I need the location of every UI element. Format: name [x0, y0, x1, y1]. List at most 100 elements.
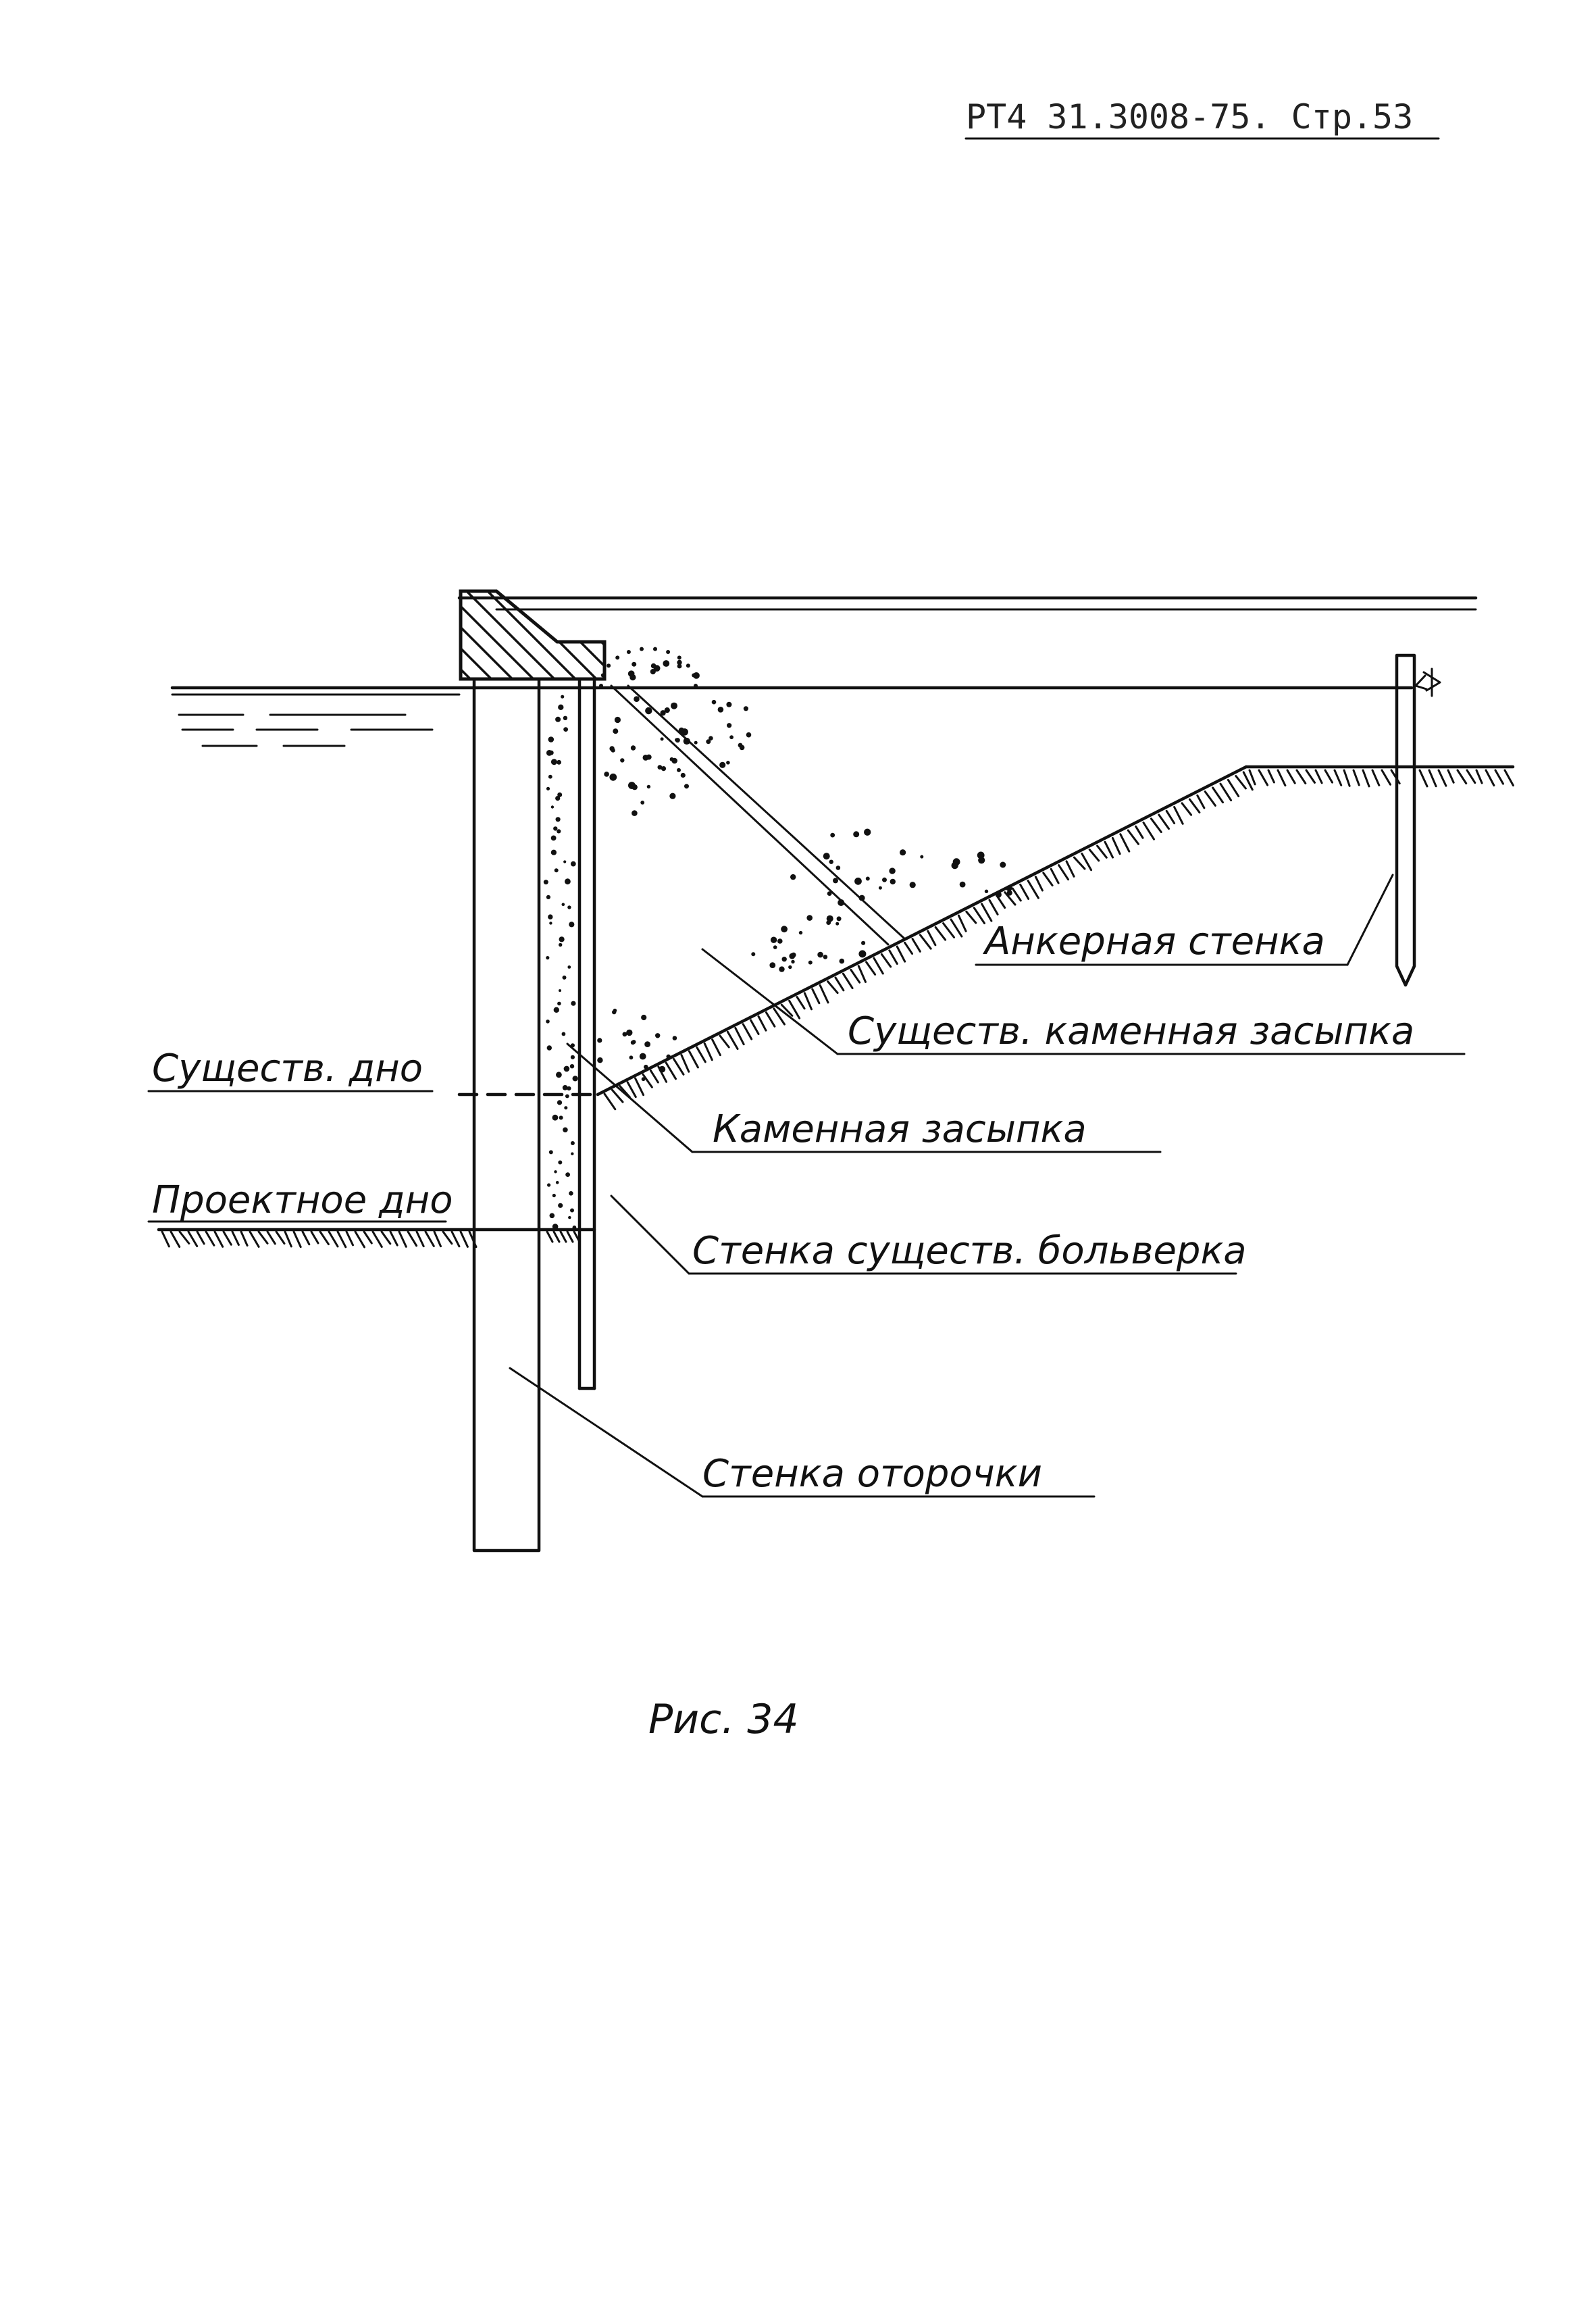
- stone-dot: [597, 1038, 602, 1043]
- stone-dot: [557, 1001, 561, 1006]
- stone-dot: [546, 1020, 550, 1024]
- label-stone-fill: Каменная засыпка: [713, 1107, 1087, 1151]
- ground-hatch-stroke: [657, 1065, 668, 1083]
- ground-hatch-stroke: [803, 992, 813, 1011]
- stone-dot: [570, 861, 576, 867]
- stone-dot: [556, 1072, 562, 1078]
- stone-dot: [823, 853, 830, 860]
- ground-hatch-stroke: [1181, 802, 1193, 816]
- stone-dot: [570, 1055, 575, 1059]
- stone-dot: [565, 1094, 569, 1099]
- stone-dot: [558, 1160, 563, 1165]
- stone-dot: [791, 959, 795, 964]
- stone-dot: [548, 750, 554, 755]
- stone-dot: [557, 792, 563, 797]
- ground-hatch-stroke: [673, 1057, 685, 1076]
- stone-dot: [543, 880, 548, 885]
- ground-hatch-stroke: [1242, 771, 1254, 791]
- stone-dot: [823, 955, 828, 959]
- stone-dot: [951, 861, 958, 870]
- ground-hatch-stroke: [1165, 809, 1176, 824]
- stone-dot: [709, 736, 713, 740]
- stone-dot: [773, 945, 777, 949]
- stone-dot: [555, 796, 561, 801]
- ground-hatch-stroke: [559, 1230, 567, 1243]
- stone-dot: [920, 855, 924, 859]
- stone-dot: [666, 650, 671, 654]
- ground-hatch-stroke: [1104, 840, 1114, 859]
- ground-hatch-stroke: [292, 1230, 302, 1249]
- stone-dot: [614, 716, 621, 724]
- ground-hatch-stroke: [336, 1230, 347, 1249]
- stone-dot: [553, 1007, 559, 1013]
- ground-hatch-stroke: [552, 1230, 561, 1243]
- ground-hatch-stroke: [819, 984, 829, 1004]
- stone-dot: [550, 759, 557, 765]
- stone-dot: [563, 1127, 568, 1133]
- stone-dot: [657, 765, 663, 770]
- ground-hatch-stroke: [1314, 769, 1323, 784]
- ground-hatch-stroke: [415, 1230, 425, 1248]
- ground-hatch-stroke: [988, 899, 999, 915]
- ground-hatch-stroke: [433, 1230, 442, 1248]
- stone-dot: [686, 663, 690, 668]
- stone-dot: [683, 737, 690, 745]
- ground-hatch-stroke: [249, 1230, 260, 1248]
- ground-hatch-stroke: [1235, 775, 1247, 790]
- stone-dot: [959, 881, 966, 888]
- stone-dot: [563, 727, 568, 732]
- ground-hatch-stroke: [850, 968, 861, 984]
- ground-hatch-stroke: [1286, 769, 1296, 784]
- stone-dot: [882, 877, 887, 882]
- stone-dot: [546, 1045, 552, 1051]
- ground-hatch-stroke: [1418, 769, 1428, 788]
- stone-dot: [779, 966, 785, 972]
- ground-hatch-stroke: [187, 1230, 199, 1247]
- stone-dot: [640, 801, 645, 805]
- ground-hatch-stroke: [865, 961, 877, 976]
- ground-hatch-stroke: [834, 976, 845, 992]
- stone-dot: [567, 965, 571, 969]
- design-bottom: [157, 1228, 596, 1249]
- ground-hatch-stroke: [1073, 856, 1086, 870]
- stone-dot: [599, 684, 603, 688]
- stone-dot: [562, 975, 567, 980]
- stone-dot: [559, 1115, 563, 1120]
- stone-dot: [864, 828, 871, 836]
- ground-hatch-stroke: [240, 1230, 249, 1247]
- stone-dot: [711, 699, 717, 705]
- stone-dot: [549, 922, 552, 925]
- ground-hatch-stroke: [857, 965, 867, 983]
- ground-hatch-stroke: [981, 903, 993, 922]
- ground-hatch-stroke: [873, 957, 884, 975]
- ground-hatch-stroke: [1111, 836, 1121, 855]
- ground-hatch-stroke: [904, 941, 913, 955]
- stone-dot: [836, 916, 842, 922]
- ground-hatch-stroke: [231, 1230, 240, 1246]
- stone-dot: [629, 674, 636, 681]
- ground-hatch-stroke: [1352, 769, 1360, 786]
- stone-dot: [817, 951, 823, 958]
- stone-dot: [694, 740, 698, 745]
- stone-dot: [663, 660, 670, 667]
- stone-dot: [769, 962, 776, 968]
- stone-dot: [669, 793, 676, 799]
- stone-dot: [550, 835, 557, 841]
- stone-dot: [717, 707, 724, 713]
- ground-hatch-stroke: [888, 949, 898, 965]
- ground-hatch-stroke: [1381, 769, 1391, 786]
- figure-caption: Рис. 34: [648, 1696, 799, 1743]
- ground-hatch-stroke: [1150, 818, 1162, 834]
- stone-dot: [677, 768, 681, 772]
- stone-dot: [909, 882, 916, 888]
- edging-wall: [472, 677, 541, 1553]
- ground-hatch-stroke: [1305, 769, 1316, 784]
- stone-dot: [781, 957, 787, 962]
- stone-dot: [549, 1213, 555, 1219]
- stone-dot: [550, 849, 557, 855]
- stone-dot: [563, 1065, 570, 1072]
- stone-dot: [900, 849, 906, 856]
- ground-hatch-stroke: [222, 1230, 232, 1246]
- stone-dot: [554, 868, 559, 873]
- stone-dot: [607, 663, 611, 668]
